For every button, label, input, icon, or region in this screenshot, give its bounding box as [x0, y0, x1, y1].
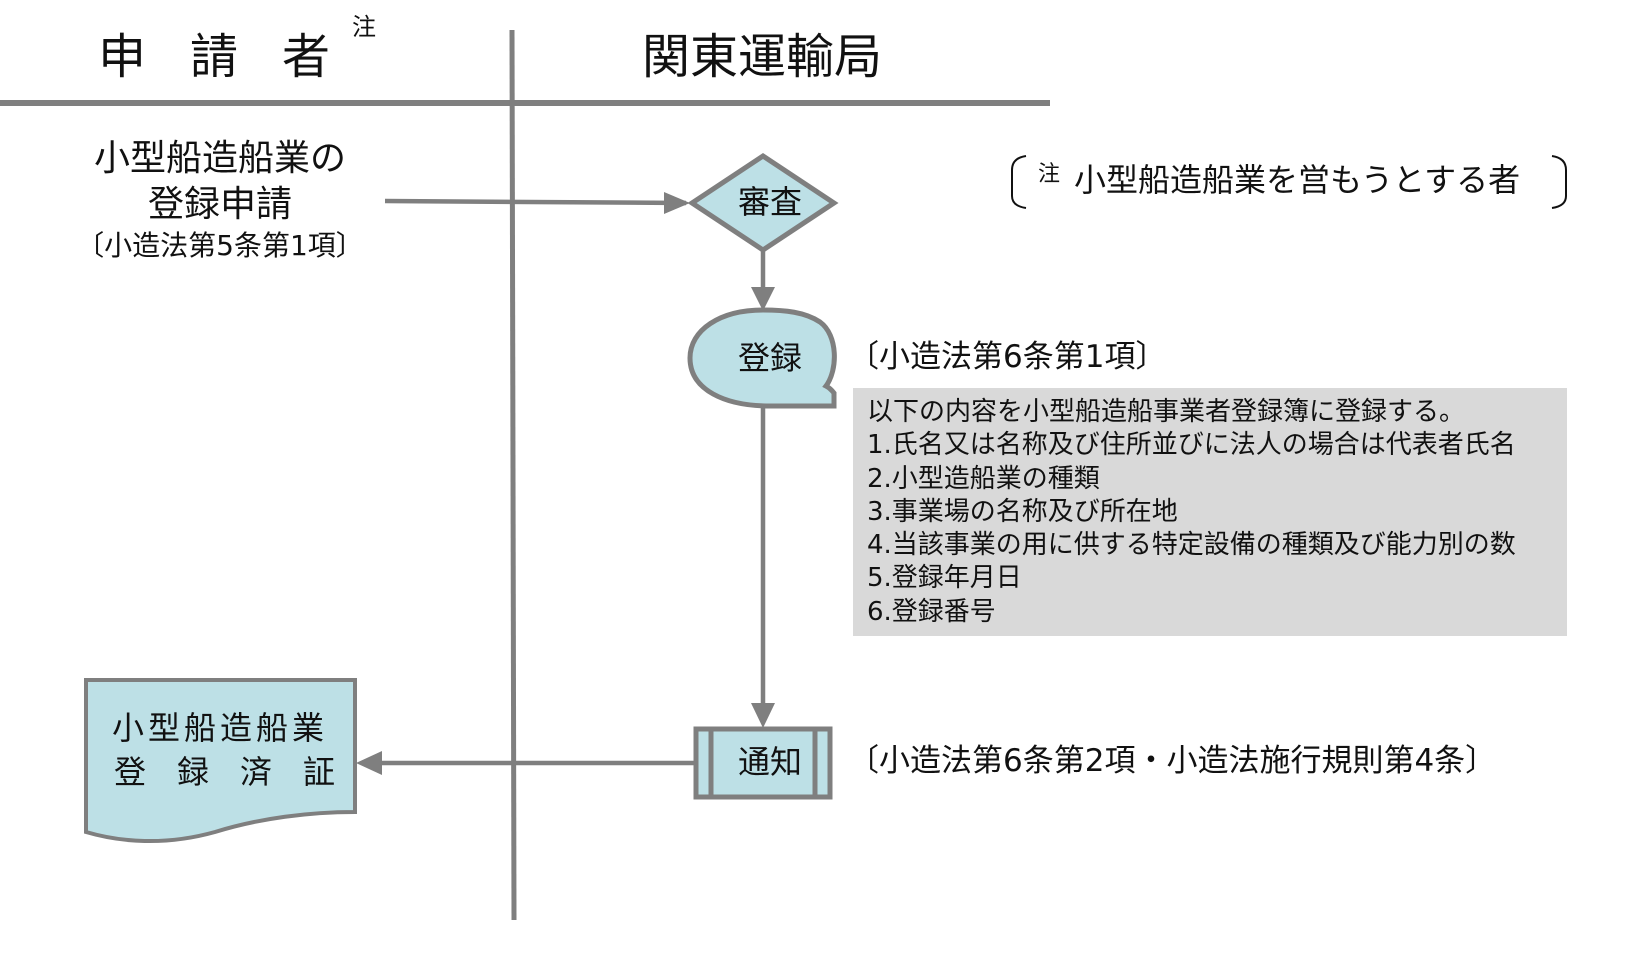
application-title: 小型船造船業の 登録申請 [40, 136, 400, 228]
certificate-document [84, 678, 357, 843]
review-diamond [687, 153, 839, 253]
details-item: 3.事業場の名称及び所在地 [867, 496, 1178, 527]
bureau-lane-header: 関東運輸局 [642, 29, 883, 85]
application-arrowhead [664, 192, 690, 214]
details-item: 2.小型造船業の種類 [867, 463, 1100, 494]
register-arrowhead [751, 703, 775, 728]
details-intro: 以下の内容を小型船造船事業者登録簿に登録する。 [867, 397, 1466, 427]
applicant-lane-header: 申請者 [98, 29, 375, 85]
register-shape [687, 307, 837, 409]
details-item: 5.登録年月日 [867, 563, 1022, 594]
review-label: 審査 [737, 183, 802, 221]
details-item: 4.当該事業の用に供する特定設備の種類及び能力別の数 [867, 530, 1516, 561]
register-label: 登録 [737, 339, 802, 377]
application-reference: 〔小造法第5条第1項〕 [76, 229, 364, 262]
note-bracket-left [1011, 155, 1027, 209]
register-reference: 〔小造法第6条第1項〕 [848, 339, 1167, 375]
note-text: 小型船造船業を営もうとする者 [1074, 161, 1521, 199]
note-mark: 注 [1038, 162, 1061, 187]
certificate-line1: 小型船造船業 [111, 709, 328, 747]
notify-arrowhead [356, 751, 382, 775]
application-title-line1: 小型船造船業の [93, 138, 346, 179]
notify-box [693, 726, 833, 800]
certificate-line2: 登録済証 [113, 753, 366, 791]
review-arrowhead [751, 287, 775, 311]
applicant-note-mark: 注 [352, 13, 376, 41]
note-bracket-right [1551, 155, 1567, 209]
lane-divider-line [509, 29, 517, 921]
registration-details-box: 以下の内容を小型船造船事業者登録簿に登録する。 1.氏名又は名称及び住所並びに法… [853, 388, 1567, 636]
application-to-review-arrow [384, 198, 687, 206]
application-title-line2: 登録申請 [147, 184, 292, 225]
details-item: 1.氏名又は名称及び住所並びに法人の場合は代表者氏名 [867, 430, 1516, 461]
notify-label: 通知 [737, 743, 802, 781]
notify-reference: 〔小造法第6条第2項・小造法施行規則第4条〕 [848, 743, 1497, 779]
details-item: 6.登録番号 [867, 596, 996, 627]
